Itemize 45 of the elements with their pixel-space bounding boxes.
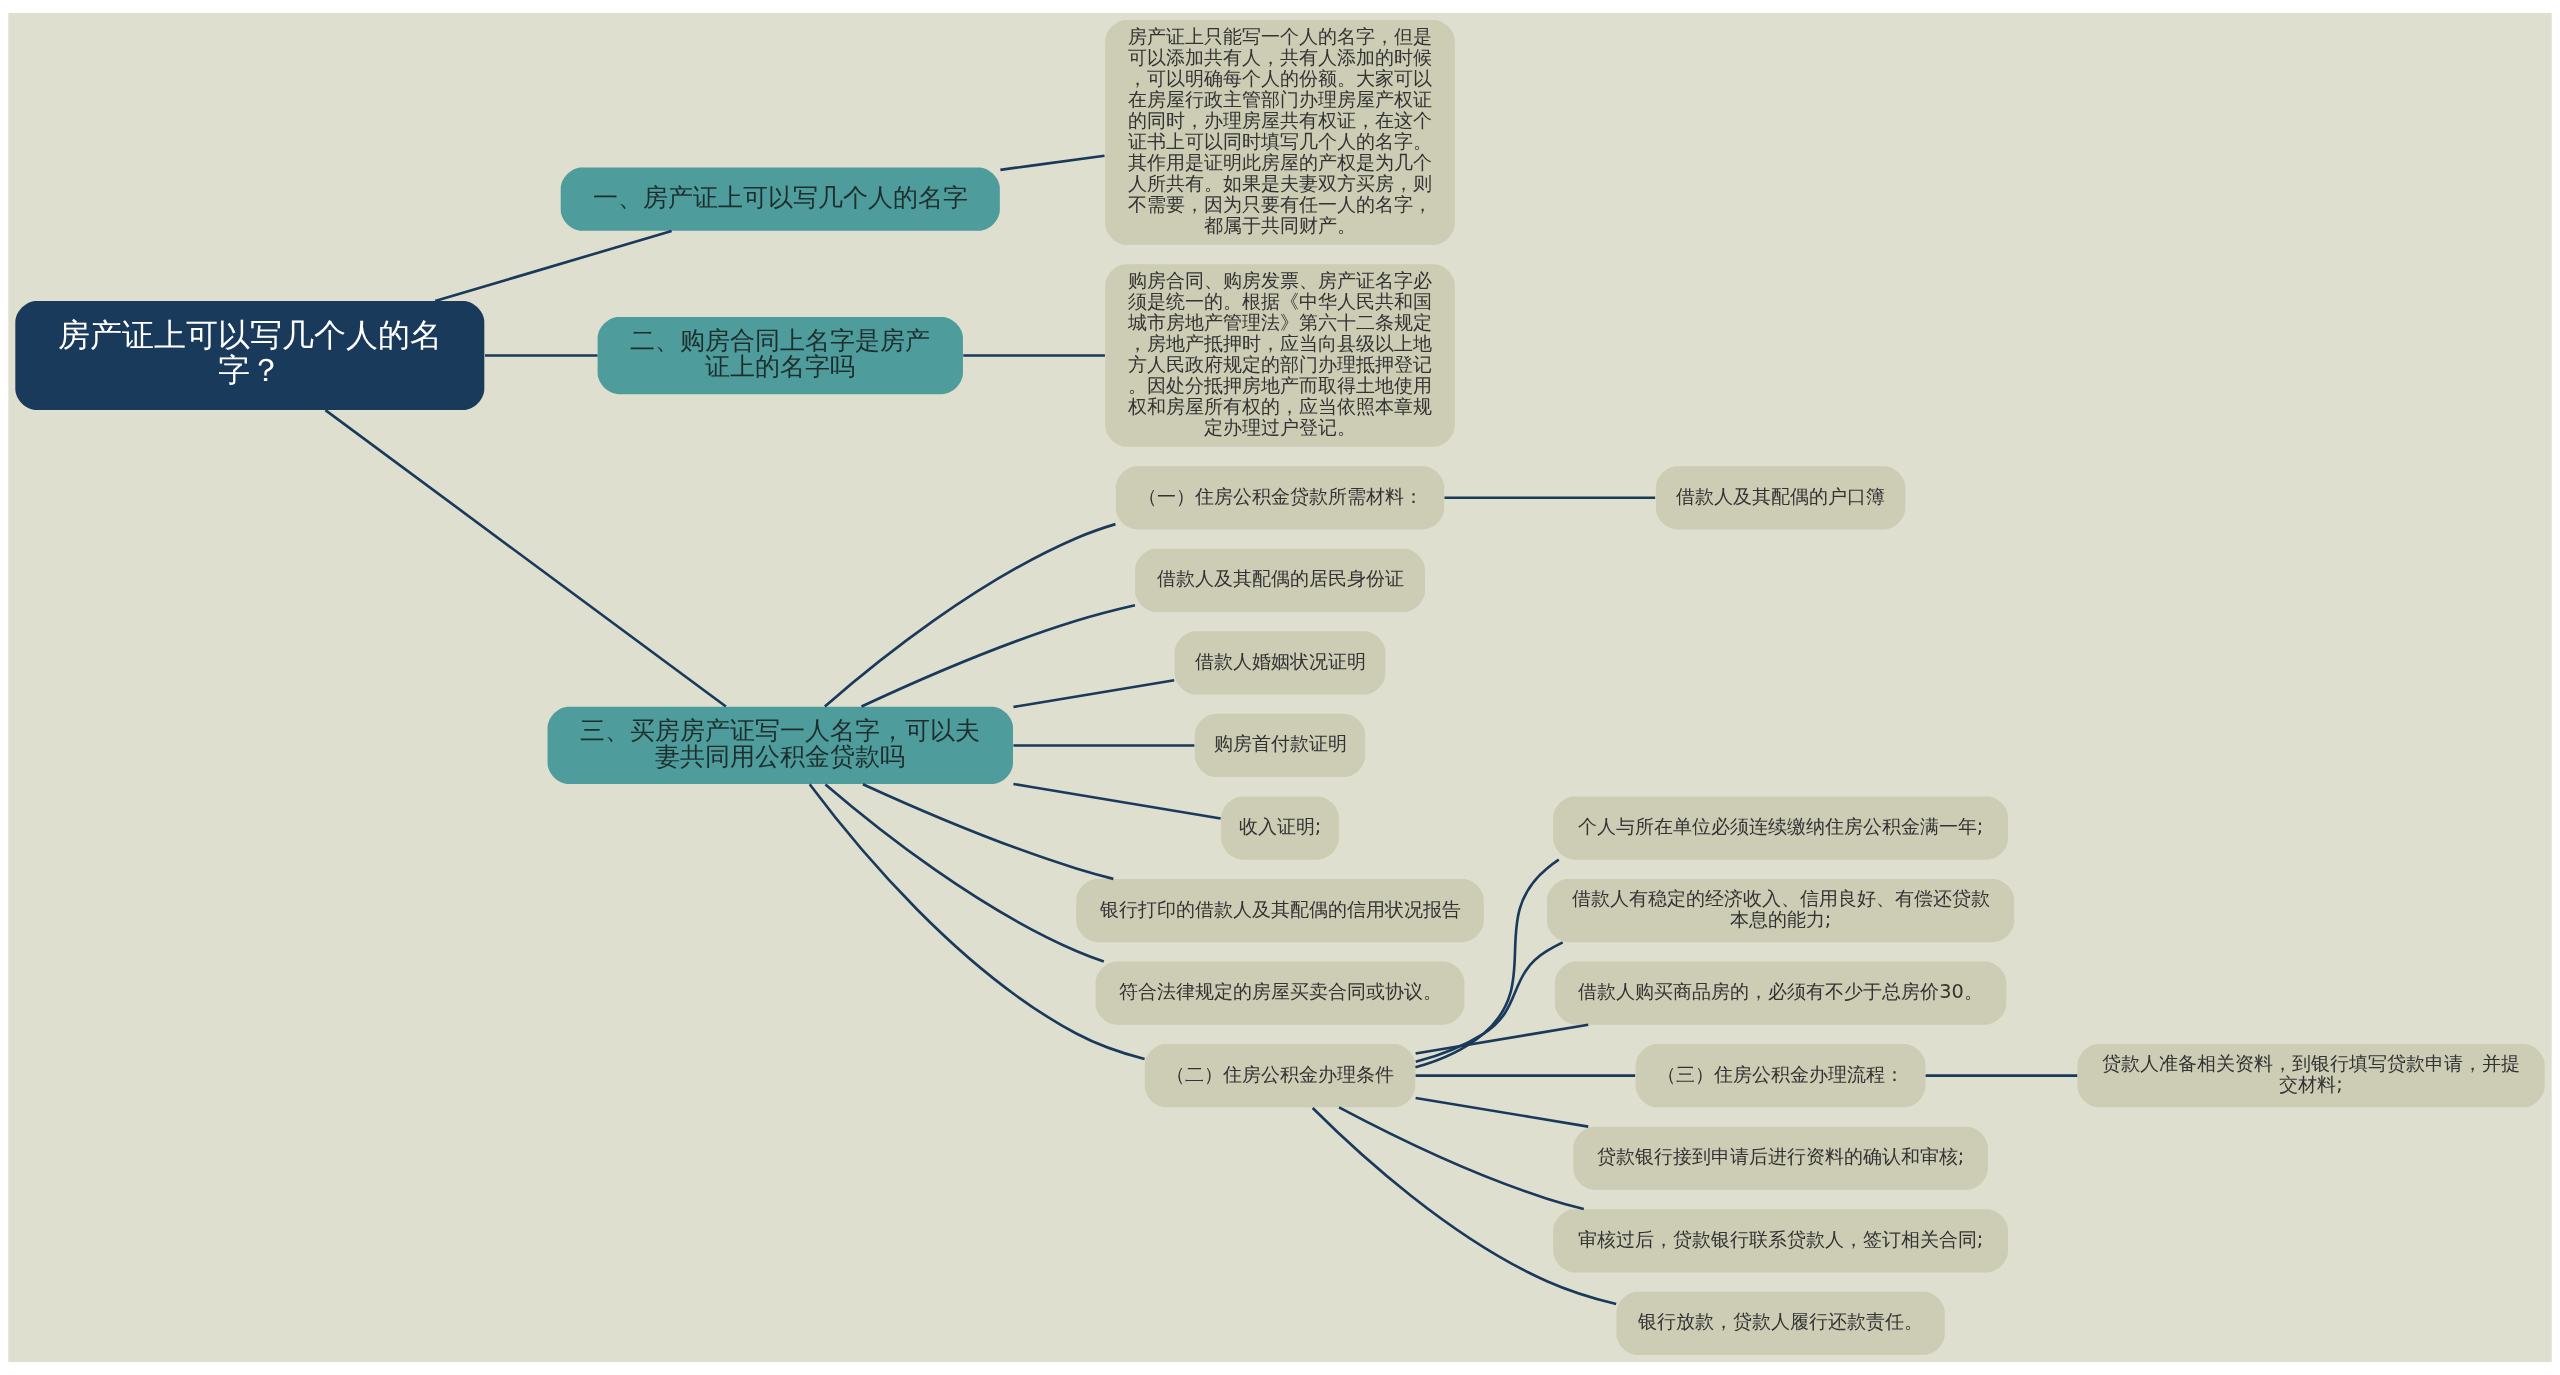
- node-box: 借款人婚姻状况证明: [1174, 631, 1386, 695]
- node-box: 个人与所在单位必须连续缴纳住房公积金满一年;: [1553, 796, 2009, 860]
- connector: [1311, 1107, 1617, 1306]
- connector: [862, 783, 1114, 881]
- node-box: （一）住房公积金贷款所需材料：: [1115, 466, 1445, 530]
- node-box: 贷款人准备相关资料，到银行填写贷款申请，并提交材料;: [2077, 1044, 2545, 1108]
- connector: [824, 522, 1116, 708]
- connector: [1338, 1106, 1585, 1211]
- node-box: 银行放款，贷款人履行还款责任。: [1616, 1291, 1945, 1355]
- node-box: （二）住房公积金办理条件: [1144, 1044, 1416, 1108]
- connector: [1415, 1023, 1589, 1055]
- connector: [485, 354, 598, 357]
- connector: [1444, 496, 1656, 500]
- connector: [963, 354, 1105, 357]
- node-box: （三）住房公积金办理流程：: [1635, 1044, 1926, 1108]
- connector: [1013, 782, 1221, 820]
- node-box: 收入证明;: [1221, 796, 1339, 860]
- connector: [1415, 941, 1564, 1063]
- connector: [1415, 1074, 1636, 1077]
- node-box: 借款人及其配偶的居民身份证: [1135, 548, 1425, 612]
- node-box: 房产证上可以写几个人的名字？: [15, 301, 485, 410]
- node-box: 符合法律规定的房屋买卖合同或协议。: [1095, 961, 1465, 1025]
- node-box: 借款人有稳定的经济收入、信用良好、有偿还贷款本息的能力;: [1547, 878, 2015, 943]
- connector: [824, 783, 1105, 963]
- connector: [1013, 744, 1195, 747]
- connector: [1000, 154, 1105, 172]
- connector: [1925, 1074, 2078, 1077]
- node-box: 借款人及其配偶的户口簿: [1655, 466, 1906, 530]
- node-box: 二、购房合同上名字是房产证上的名字吗: [597, 316, 963, 395]
- connector: [808, 783, 1145, 1061]
- node-box: 贷款银行接到申请后进行资料的确认和审核;: [1573, 1126, 1988, 1190]
- connector: [324, 409, 727, 708]
- node-box: 借款人购买商品房的，必须有不少于总房价30。: [1554, 961, 2007, 1025]
- node-box: 购房首付款证明: [1194, 713, 1366, 778]
- node-box: 购房合同、购房发票、房产证名字必须是统一的。根据《中华人民共和国城市房地产管理法》第六十二条规定，房地产抵押时，应当向县级以上地方人民政府规定的部门办理抵押登记。因处分抵押房地产而取得土地使用权和房屋所有权的，应当依照本章规定办理过户登记。: [1105, 264, 1455, 447]
- connector: [1415, 858, 1560, 1069]
- connector: [1415, 1096, 1589, 1128]
- node-box: 审核过后，贷款银行联系贷款人，签订相关合同;: [1553, 1209, 2009, 1273]
- node-box: 房产证上只能写一个人的名字，但是可以添加共有人，共有人添加的时候，可以明确每个人的份额。大家可以在房屋行政主管部门办理房屋产权证的同时，办理房屋共有权证，在这个证书上可以同时填写几个人的名字。其作用是证明此房屋的产权是为几个人所共有。如果是夫妻双方买房，则不需要，因为只要有任一人的名字，都属于共同财产。: [1105, 20, 1455, 245]
- connector: [1013, 678, 1175, 709]
- connector: [861, 603, 1136, 708]
- node-box: 银行打印的借款人及其配偶的信用状况报告: [1076, 878, 1484, 943]
- node-box: 三、买房房产证写一人名字，可以夫妻共同用公积金贷款吗: [547, 706, 1013, 785]
- node-box: 一、房产证上可以写几个人的名字: [560, 167, 1000, 231]
- connector: [434, 229, 672, 303]
